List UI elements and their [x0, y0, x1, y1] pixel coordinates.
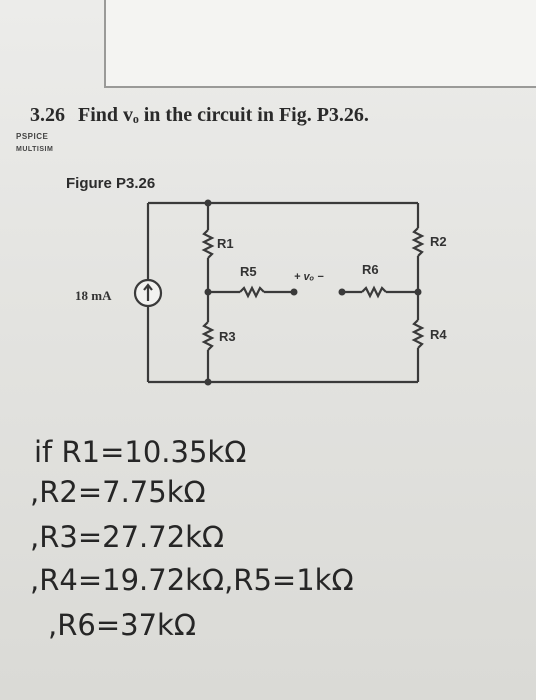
condition-line-3: ,R3=27.72kΩ: [30, 520, 225, 554]
circuit-diagram: 18 mA R1 R2 R3 R4 R5 R6 + vₒ −: [75, 199, 447, 386]
problem-number: 3.26: [30, 104, 65, 126]
r5-label: R5: [240, 264, 257, 279]
condition-line-2: ,R2=7.75kΩ: [30, 475, 206, 509]
problem-statement: 3.26 Find vₒ in the circuit in Fig. P3.2…: [30, 104, 369, 127]
r2-label: R2: [430, 234, 447, 249]
condition-line-4: ,R4=19.72kΩ,R5=1kΩ: [30, 563, 354, 597]
previous-content-box: [104, 0, 536, 88]
condition-line-5: ,R6=37kΩ: [48, 608, 196, 642]
source-label: 18 mA: [75, 288, 112, 303]
r6-label: R6: [362, 262, 379, 277]
multisim-tag: MULTISIM: [16, 146, 54, 153]
problem-text: Find vₒ in the circuit in Fig. P3.26.: [78, 104, 369, 126]
r1-label: R1: [217, 236, 234, 251]
condition-line-1: if R1=10.35kΩ: [34, 435, 247, 469]
figure-label: Figure P3.26: [66, 175, 156, 192]
pspice-tag: PSPICE: [16, 132, 49, 141]
vo-label: + vₒ −: [294, 271, 324, 283]
r3-label: R3: [219, 329, 236, 344]
r4-label: R4: [430, 327, 447, 342]
